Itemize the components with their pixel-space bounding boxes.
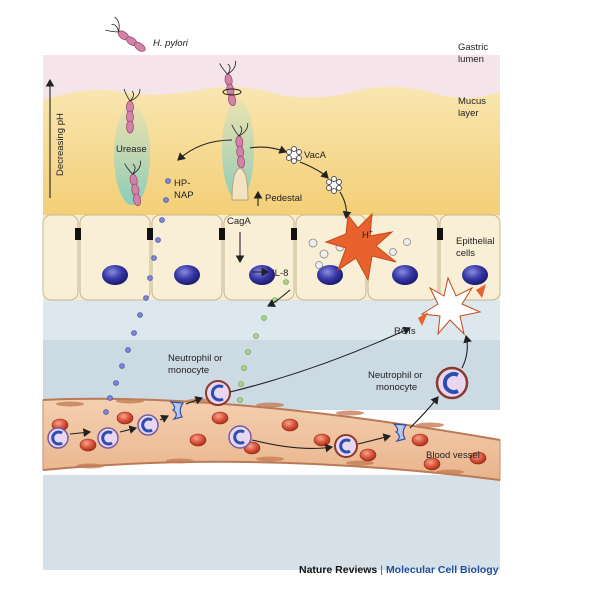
urease-label: Urease [116,144,147,155]
epithelial-label-2: cells [456,248,475,259]
decreasing-ph-label: Decreasing pH [55,113,66,176]
pedestal-label: Pedestal [265,193,302,204]
caga-label: CagA [227,216,251,227]
rois-label: ROIs [394,326,416,337]
sub-vessel-region [43,475,500,570]
neutrophil-label-2a: Neutrophil or [368,370,422,381]
blood-vessel-label: Blood vessel [426,450,480,461]
neutrophil-label-2b: monocyte [376,382,417,393]
epithelial-label-1: Epithelial [456,236,495,247]
hp-nap-label-1: HP- [174,178,190,189]
il8-label: IL-8 [272,268,288,279]
journal-credit: Nature Reviews|Molecular Cell Biology [299,564,499,576]
credit-brand: Nature Reviews [299,564,377,576]
vaca-label: VacA [304,150,327,161]
hp-nap-label-2: NAP [174,190,194,201]
h-pylori-label: H. pylori [153,38,189,49]
epithelial-cell-row [43,215,500,300]
gastric-lumen-label-2: lumen [458,54,484,65]
credit-journal: Molecular Cell Biology [386,564,499,576]
credit-separator: | [377,564,386,576]
neutrophil-label-1a: Neutrophil or [168,353,222,364]
gastric-lumen-label-1: Gastric [458,42,488,53]
neutrophil-label-1b: monocyte [168,365,209,376]
mucus-layer-label-1: Mucus [458,96,486,107]
mucus-layer-label-2: layer [458,108,479,119]
